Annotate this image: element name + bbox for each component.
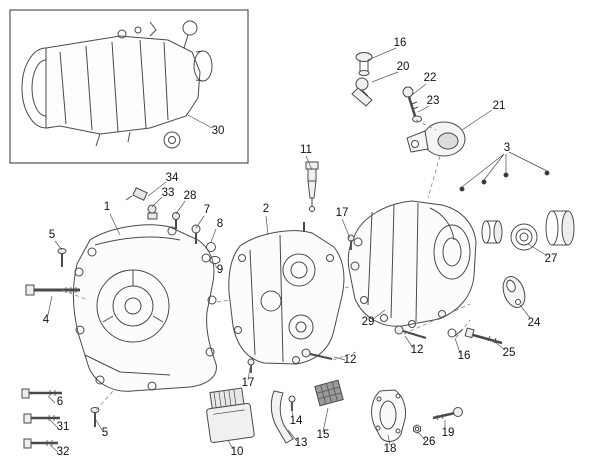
callout-28: 28 xyxy=(184,190,197,202)
callout-24: 24 xyxy=(528,317,541,329)
bolt-part-22 xyxy=(402,86,419,117)
bolt-part-31 xyxy=(23,413,60,424)
bushing-bearing-sleeve-part-27 xyxy=(481,210,575,251)
right-gearbox-housing xyxy=(347,200,477,328)
inset-assembled-gearbox xyxy=(9,9,249,164)
callout-17-top: 17 xyxy=(336,207,349,219)
stud-part-17-top xyxy=(347,234,355,250)
callout-4: 4 xyxy=(43,314,50,326)
callout-2: 2 xyxy=(263,203,269,215)
callout-6: 6 xyxy=(57,396,63,408)
callout-29: 29 xyxy=(362,316,375,328)
bolt-part-6 xyxy=(21,388,62,399)
callout-12-left: 12 xyxy=(344,354,357,366)
callout-3: 3 xyxy=(504,142,510,154)
sensor-part-11 xyxy=(305,161,319,212)
callout-27: 27 xyxy=(545,253,558,265)
callout-32: 32 xyxy=(57,446,70,458)
valve-part-20 xyxy=(351,77,373,107)
callout-31: 31 xyxy=(57,421,70,433)
callout-7: 7 xyxy=(204,204,210,216)
callout-22: 22 xyxy=(424,72,437,84)
bolt-part-28 xyxy=(172,212,180,229)
left-gearbox-housing xyxy=(72,224,217,392)
callout-16-right: 16 xyxy=(458,350,471,362)
callout-21: 21 xyxy=(493,100,506,112)
callout-26: 26 xyxy=(423,436,436,448)
bracket-part-24 xyxy=(502,276,526,308)
callout-1: 1 xyxy=(104,201,110,213)
ecu-part-10 xyxy=(206,387,255,443)
callout-19: 19 xyxy=(442,427,455,439)
bolt-part-5-bottom xyxy=(90,407,100,427)
oring-part-8 xyxy=(206,242,216,252)
sensor-part-33 xyxy=(147,204,158,220)
callout-34: 34 xyxy=(166,172,179,184)
callout-leader-lines xyxy=(47,47,547,453)
callout-5-bottom: 5 xyxy=(102,427,108,439)
bolt-part-12-left xyxy=(301,348,333,360)
bolt-part-19 xyxy=(432,407,463,421)
callout-25: 25 xyxy=(503,347,516,359)
stud-part-17-bottom xyxy=(247,358,255,373)
engine-mount-part-21 xyxy=(406,121,466,157)
callout-labels: 16 20 22 23 21 3 11 17 34 33 28 1 7 8 2 … xyxy=(43,37,558,458)
gasket-part-18 xyxy=(371,389,406,442)
callout-30-inset: 30 xyxy=(212,125,225,137)
sensor-part-34 xyxy=(125,187,148,201)
callout-17-bottom: 17 xyxy=(242,377,255,389)
callout-33: 33 xyxy=(162,187,175,199)
callout-11: 11 xyxy=(300,144,312,156)
screw-part-14 xyxy=(288,395,296,411)
bracket-part-13 xyxy=(270,390,294,444)
assembly-axis-lines xyxy=(61,119,471,411)
clip-part-16-right xyxy=(447,328,464,338)
callout-8: 8 xyxy=(217,218,223,230)
fastener-set-part-3-markers xyxy=(459,151,550,192)
callout-18: 18 xyxy=(384,443,397,455)
callout-15: 15 xyxy=(317,429,330,441)
callout-13: 13 xyxy=(295,437,308,449)
bolt-part-4 xyxy=(25,284,80,296)
bolt-part-5-top xyxy=(57,248,67,267)
callout-14: 14 xyxy=(290,415,303,427)
callout-23: 23 xyxy=(427,95,440,107)
callout-20: 20 xyxy=(397,61,410,73)
callout-16-top: 16 xyxy=(394,37,407,49)
center-gearbox-housing xyxy=(228,222,345,365)
callout-9: 9 xyxy=(217,264,223,276)
connector-part-15 xyxy=(314,379,344,407)
callout-10: 10 xyxy=(231,446,244,458)
nut-part-26 xyxy=(413,424,421,434)
bolt-part-12-right xyxy=(394,325,427,339)
callout-5-top: 5 xyxy=(49,229,55,241)
washer-part-23 xyxy=(412,115,422,123)
callout-12-right: 12 xyxy=(411,344,424,356)
bolt-part-25 xyxy=(464,327,503,345)
breather-part-16 xyxy=(355,52,373,76)
bolt-part-7 xyxy=(191,224,201,244)
oring-part-9 xyxy=(209,256,221,264)
bolt-part-32 xyxy=(23,438,58,449)
